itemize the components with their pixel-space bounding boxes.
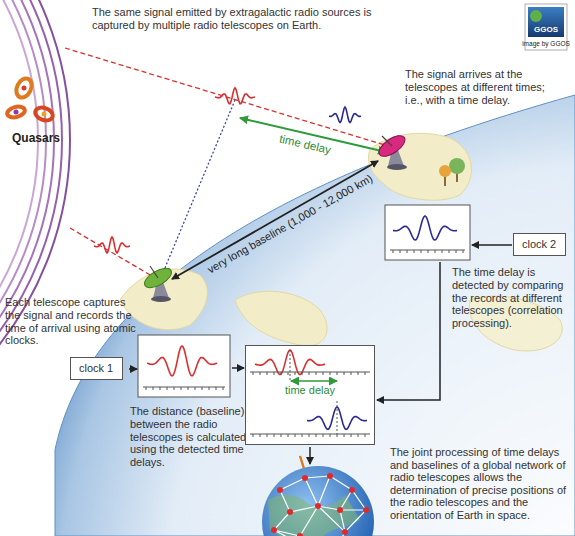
signal-wave [215,88,255,104]
time-delay-arrow [291,380,337,382]
annotation: Each telescope captures the signal and r… [5,296,137,347]
flow-arrow [377,262,440,400]
radio-telescope [142,264,175,302]
time-axis [250,434,370,437]
record-box [385,205,470,260]
radio-telescope [376,132,409,170]
clock-label: clock 2 [522,238,557,251]
record-wave [393,216,457,240]
flow-arrow [309,447,311,464]
wave-fronts [0,0,70,472]
peak-marker [337,401,338,434]
flow-arrow [129,368,137,370]
logo-text: GGOS [534,25,558,35]
delay-label: time delay [246,384,374,397]
correlation-ground [245,345,375,445]
clock-label: clock 1 [79,362,114,375]
flow-arrow [472,244,512,246]
signal-wave [94,237,130,253]
globe-network [262,456,374,536]
annotation: The time delay is detected by comparing … [452,266,572,330]
record-box [138,335,230,397]
time-axis [143,387,225,390]
annotation: The signal arrives at the telescopes at … [405,68,565,106]
peak-marker [290,350,291,381]
annotation: The joint processing of time delays and … [390,446,570,521]
signal-wave [329,107,361,123]
time-axis [250,372,370,375]
record-wave [147,346,217,376]
clock-box: clock 1 [70,357,123,380]
quasar-symbols [6,76,54,123]
signal-ray [70,228,152,276]
credit-text: image by GGOS [522,40,570,49]
correlation-box: time delay [245,345,375,445]
time-axis [390,250,465,253]
flow-arrow [232,367,244,369]
arrow-label: time delay [278,133,332,158]
source-label: Quasars [12,131,60,145]
trees [439,158,465,186]
annotation: The same signal emitted by extragalactic… [92,6,377,32]
signal-ray [65,48,388,146]
annotation: The distance (baseline) between the radi… [130,405,248,469]
baseline-arrow [172,161,378,279]
clock-box: clock 2 [513,233,566,256]
